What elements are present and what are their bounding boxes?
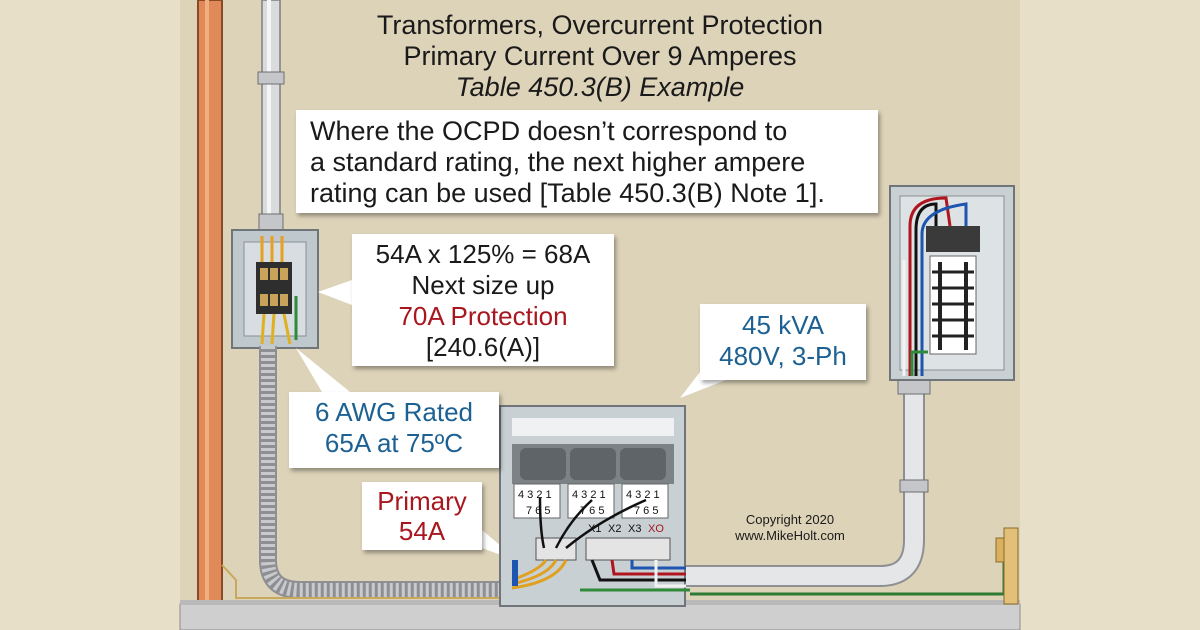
calc-pointer (318, 280, 352, 305)
primary-connector (512, 560, 518, 586)
kva-line-2: 480V, 3-Ph (719, 341, 847, 371)
secondary-neutral (654, 560, 690, 588)
flexible-conduit-rings (261, 346, 510, 597)
calc-line-3: 70A Protection (398, 301, 568, 331)
tap-label-top-2: 4 3 2 1 (572, 489, 606, 501)
fuse-clip-2 (270, 268, 278, 280)
conduit-connector (258, 213, 284, 231)
coil-2 (570, 448, 616, 480)
copyright-line-2: www.MikeHolt.com (735, 528, 845, 543)
calc-line-2: Next size up (411, 270, 555, 300)
note-line-2: a standard rating, the next higher amper… (310, 147, 806, 177)
primary-line-2: 54A (398, 516, 446, 546)
tap-label-top-1: 4 3 2 1 (518, 489, 552, 501)
coil-3 (620, 448, 666, 480)
panel-feeder-blue (920, 202, 968, 376)
calc-line-1: 54A x 125% = 68A (375, 239, 591, 269)
primary-lead-1 (538, 497, 546, 549)
calculation-callout: 54A x 125% = 68A Next size up 70A Protec… (352, 234, 614, 366)
transformer-rating-callout: 45 kVA 480V, 3-Ph (700, 304, 866, 380)
secondary-conduit-outline (686, 384, 925, 587)
fuse-clip-6 (280, 294, 288, 306)
load-conductors (260, 313, 292, 345)
main-breaker (926, 226, 980, 252)
conduit-coupling (257, 71, 285, 85)
calc-line-4: [240.6(A)] (425, 332, 541, 362)
breaker-slots (932, 270, 974, 338)
wood-post-highlight (205, 0, 209, 605)
title-line-3: Table 450.3(B) Example (455, 72, 745, 102)
awg-line-1: 6 AWG Rated (315, 397, 473, 427)
primary-line-1: Primary (377, 486, 467, 516)
terminal-xo: XO (648, 523, 664, 535)
line-conductors (260, 236, 284, 262)
secondary-terminal-block (585, 537, 671, 561)
fuse-clip-1 (260, 268, 268, 280)
terminal-x2: X2 (608, 523, 621, 535)
water-pipe (1003, 527, 1019, 605)
fuse-clip-3 (280, 268, 288, 280)
transformer-vent (512, 418, 674, 436)
kva-line-1: 45 kVA (742, 310, 824, 340)
flexible-conduit (259, 346, 510, 599)
ocpd-note-callout: Where the OCPD doesn’t correspond to a s… (296, 110, 878, 213)
primary-current-callout: Primary 54A (362, 482, 482, 550)
panel-feeder-red (908, 196, 952, 376)
awg-line-2: 65A at 75ºC (324, 428, 464, 458)
fuse-clip-4 (260, 294, 268, 306)
tap-label-bottom-1: 7 6 5 (526, 505, 550, 517)
tap-label-bottom-3: 7 6 5 (634, 505, 658, 517)
conduit-shine (267, 0, 271, 232)
secondary-blue (630, 560, 690, 570)
conductor-rating-callout: 6 AWG Rated 65A at 75ºC (289, 392, 499, 468)
conduit-coupling-2 (899, 479, 929, 493)
copyright-line-1: Copyright 2020 (745, 512, 835, 527)
grounding-conductor (221, 564, 500, 599)
panel-feeder-black (914, 202, 938, 376)
note-line-1: Where the OCPD doesn’t correspond to (310, 116, 788, 146)
terminal-x3: X3 (628, 523, 641, 535)
awg-pointer (296, 348, 350, 392)
tap-label-bottom-2: 7 6 5 (580, 505, 604, 517)
secondary-black (590, 559, 690, 582)
title-line-1: Transformers, Overcurrent Protection (376, 10, 824, 40)
tap-label-top-3: 4 3 2 1 (626, 489, 660, 501)
coil-1 (520, 448, 566, 480)
secondary-red (610, 559, 690, 576)
copyright-notice: Copyright 2020 www.MikeHolt.com (720, 512, 860, 544)
diagram-title: Transformers, Overcurrent Protection Pri… (320, 10, 880, 103)
secondary-conduit (686, 384, 923, 585)
note-line-3: rating can be used [Table 450.3(B) Note … (310, 178, 825, 208)
title-line-2: Primary Current Over 9 Amperes (403, 41, 797, 71)
tap-board-1 (513, 483, 561, 519)
primary-lead-3 (565, 498, 647, 549)
panel-ground (910, 350, 928, 376)
wood-post (197, 0, 223, 606)
floor-slab (179, 603, 1021, 630)
primary-lead-2 (554, 499, 593, 549)
fuse-clip-5 (270, 294, 278, 306)
